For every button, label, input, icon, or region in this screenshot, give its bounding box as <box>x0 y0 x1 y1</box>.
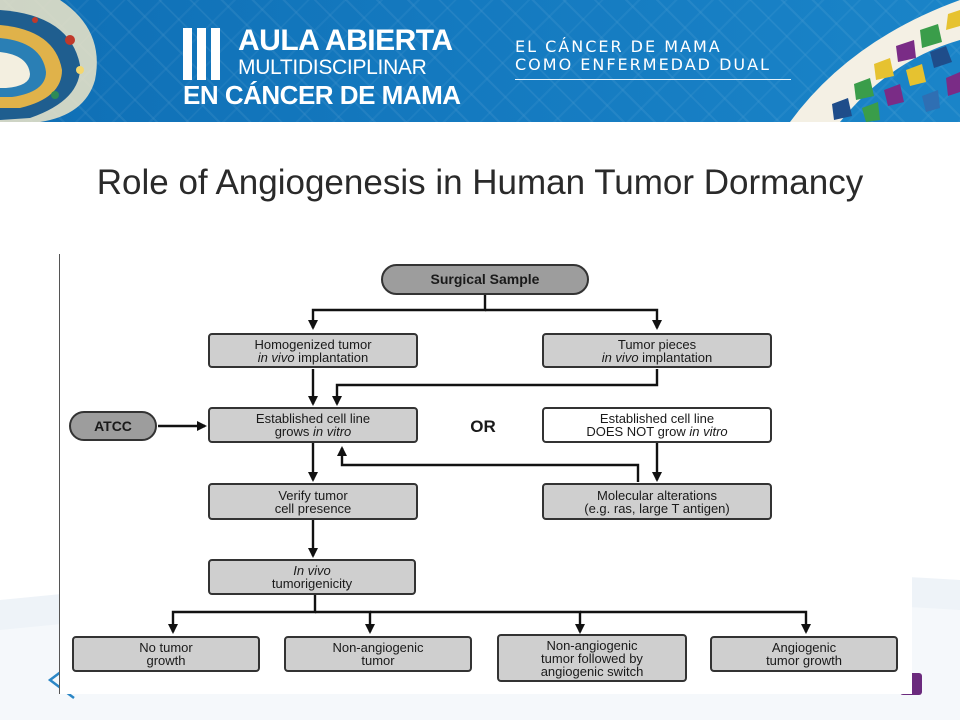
arrow-molecular-to-established <box>337 446 640 482</box>
tagline-line-1: EL CÁNCER DE MAMA <box>515 37 722 56</box>
header-banner: AULA ABIERTA MULTIDISCIPLINAR EN CÁNCER … <box>0 0 960 122</box>
node-label: Established cell line <box>255 411 371 426</box>
mosaic-band-right <box>790 0 960 122</box>
node-label: Established cell line <box>599 411 715 426</box>
node-label: DOES NOT grow <box>586 424 690 439</box>
flowchart-figure: Surgical Sample Homogenized tumor in viv… <box>59 254 912 694</box>
node-label-italic: in vivo <box>257 349 295 365</box>
node-label-italic: in vitro <box>689 424 728 439</box>
node-label: tumorigenicity <box>271 576 353 591</box>
node-label: Tumor pieces <box>617 336 697 352</box>
node-molecular-alterations: Molecular alterations (e.g. ras, large T… <box>542 483 772 520</box>
node-angiogenic-tumor-growth: Angiogenic tumor growth <box>710 636 898 672</box>
tagline-line-2: COMO ENFERMEDAD DUAL <box>515 55 771 74</box>
node-non-angiogenic-tumor: Non-angiogenic tumor <box>284 636 472 672</box>
arrow-invivo-to-notumor <box>168 594 317 634</box>
arrow-sample-to-homog <box>308 294 487 330</box>
arrow-pieces-to-established <box>332 369 659 406</box>
logo-line-1: AULA ABIERTA <box>238 24 453 57</box>
arrow-invivo-to-nonangio <box>315 610 375 634</box>
logo-line-3: EN CÁNCER DE MAMA <box>183 80 461 110</box>
tagline-underline <box>515 79 791 80</box>
node-label: growth <box>146 653 186 668</box>
node-label: Surgical Sample <box>430 271 540 287</box>
node-in-vivo-tumorigenicity: In vivo tumorigenicity <box>208 559 416 595</box>
node-atcc: ATCC <box>69 411 157 441</box>
node-label: tumor growth <box>766 653 842 668</box>
node-verify-tumor: Verify tumor cell presence <box>208 483 418 520</box>
node-label: implantation <box>638 349 713 365</box>
node-label: Verify tumor <box>278 487 348 503</box>
node-label: tumor <box>361 653 395 668</box>
node-label: No tumor <box>139 640 193 655</box>
node-or-label: OR <box>448 413 518 439</box>
node-label: implantation <box>294 349 369 365</box>
logo-line-2: MULTIDISCIPLINAR <box>238 56 427 79</box>
banner-texture <box>0 0 960 122</box>
node-surgical-sample: Surgical Sample <box>381 264 589 295</box>
node-label: (e.g. ras, large T antigen) <box>584 500 730 516</box>
flowchart-connectors <box>158 294 811 634</box>
node-established-not-grow: Established cell line DOES NOT grow in v… <box>542 407 772 443</box>
node-label: ATCC <box>94 417 132 434</box>
node-label: tumor followed by <box>541 650 643 666</box>
node-label: grows <box>274 424 313 439</box>
node-label: Angiogenic <box>771 640 837 655</box>
arrow-invivo-to-angio <box>580 610 811 634</box>
node-angiogenic-switch: Non-angiogenic tumor followed by angioge… <box>497 634 687 682</box>
node-established-grows: Established cell line grows in vitro <box>208 407 418 443</box>
node-label: Non-angiogenic <box>332 640 424 655</box>
arrow-invivo-to-switch <box>370 610 585 634</box>
node-label: angiogenic switch <box>540 663 644 679</box>
logo-roman-numeral <box>183 28 220 80</box>
slide-title: Role of Angiogenesis in Human Tumor Dorm… <box>96 163 864 202</box>
node-label-italic: in vivo <box>601 349 639 365</box>
header-tagline: EL CÁNCER DE MAMA COMO ENFERMEDAD DUAL <box>515 38 771 74</box>
node-no-tumor-growth: No tumor growth <box>72 636 260 672</box>
node-homogenized-tumor: Homogenized tumor in vivo implantation <box>208 333 418 368</box>
node-tumor-pieces: Tumor pieces in vivo implantation <box>542 333 772 368</box>
node-label: Non-angiogenic <box>546 637 638 653</box>
node-label: OR <box>470 416 496 436</box>
node-label-italic: In vivo <box>293 563 331 578</box>
node-label: Molecular alterations <box>597 487 717 503</box>
node-label: cell presence <box>274 500 352 516</box>
mosaic-swirl-left <box>0 0 97 122</box>
node-label-italic: in vitro <box>313 424 352 439</box>
node-label: Homogenized tumor <box>254 336 372 352</box>
arrow-sample-to-pieces <box>485 308 662 330</box>
